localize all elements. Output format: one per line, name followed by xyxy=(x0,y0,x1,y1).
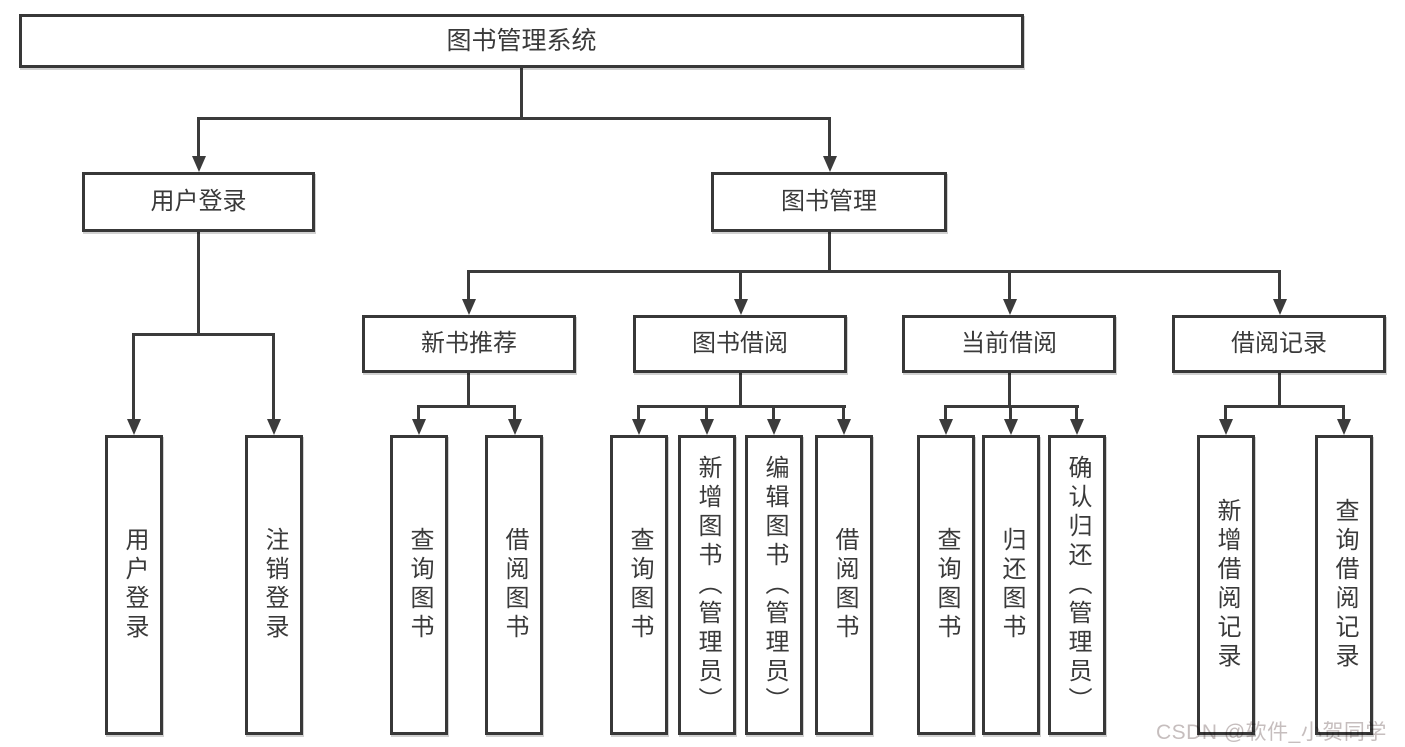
node-label: 归还图书 xyxy=(998,527,1025,643)
connector-line xyxy=(842,405,845,421)
leaf-query-books-borrow: 查询图书 xyxy=(610,435,668,735)
node-borrowing-records: 借阅记录 xyxy=(1172,315,1386,373)
leaf-user-login: 用户登录 xyxy=(105,435,163,735)
arrow-down-icon xyxy=(127,419,141,435)
arrow-down-icon xyxy=(267,419,281,435)
csdn-watermark: CSDN @软件_小贺同学 xyxy=(1156,721,1387,744)
connector-line xyxy=(197,117,200,158)
connector-line xyxy=(1224,405,1227,421)
arrow-down-icon xyxy=(1337,419,1351,435)
connector-line xyxy=(828,117,831,158)
connector-line xyxy=(1342,405,1345,421)
arrow-down-icon xyxy=(700,419,714,435)
node-label: 查询借阅记录 xyxy=(1331,498,1358,672)
node-label: 查询图书 xyxy=(406,527,433,643)
leaf-return-book: 归还图书 xyxy=(982,435,1040,735)
connector-line xyxy=(197,232,200,336)
node-label: 用户登录 xyxy=(150,188,247,215)
node-root-system: 图书管理系统 xyxy=(19,14,1024,68)
connector-line xyxy=(1278,373,1281,408)
arrow-down-icon xyxy=(823,156,837,172)
arrow-down-icon xyxy=(767,419,781,435)
connector-line xyxy=(1224,405,1345,408)
arrow-down-icon xyxy=(939,419,953,435)
arrow-down-icon xyxy=(412,419,426,435)
arrow-down-icon xyxy=(462,299,476,315)
node-label: 确认归还（管理员） xyxy=(1064,454,1091,716)
connector-line xyxy=(467,373,470,408)
node-label: 借阅图书 xyxy=(501,527,528,643)
leaf-confirm-return-admin: 确认归还（管理员） xyxy=(1048,435,1106,735)
connector-line xyxy=(1009,405,1012,421)
connector-line xyxy=(467,270,470,301)
node-label: 图书借阅 xyxy=(692,330,788,357)
leaf-borrow-books: 借阅图书 xyxy=(815,435,873,735)
node-user-login-branch: 用户登录 xyxy=(82,172,315,232)
node-new-book-recommend: 新书推荐 xyxy=(362,315,576,373)
arrow-down-icon xyxy=(1004,419,1018,435)
leaf-borrow-books-recommend: 借阅图书 xyxy=(485,435,543,735)
node-current-borrowing: 当前借阅 xyxy=(902,315,1116,373)
node-label: 新增借阅记录 xyxy=(1213,498,1240,672)
arrow-down-icon xyxy=(1003,299,1017,315)
leaf-query-books-current: 查询图书 xyxy=(917,435,975,735)
node-label: 图书管理系统 xyxy=(446,26,597,55)
arrow-down-icon xyxy=(1273,299,1287,315)
node-label: 借阅记录 xyxy=(1231,330,1327,357)
arrow-down-icon xyxy=(508,419,522,435)
connector-line xyxy=(132,333,275,336)
connector-line xyxy=(637,405,846,408)
node-book-management-branch: 图书管理 xyxy=(711,172,947,232)
connector-line xyxy=(272,333,275,421)
node-label: 新书推荐 xyxy=(421,330,517,357)
connector-line xyxy=(1008,270,1011,301)
connector-line xyxy=(417,405,516,408)
arrow-down-icon xyxy=(192,156,206,172)
connector-line xyxy=(513,405,516,421)
connector-line xyxy=(417,405,420,421)
connector-line xyxy=(467,270,1281,273)
connector-line xyxy=(828,232,831,273)
arrow-down-icon xyxy=(632,419,646,435)
leaf-add-borrow-record: 新增借阅记录 xyxy=(1197,435,1255,735)
connector-line xyxy=(1075,405,1078,421)
node-book-borrowing: 图书借阅 xyxy=(633,315,847,373)
connector-line xyxy=(1278,270,1281,301)
connector-line xyxy=(772,405,775,421)
node-label: 查询图书 xyxy=(626,527,653,643)
node-label: 查询图书 xyxy=(933,527,960,643)
leaf-edit-book-admin: 编辑图书（管理员） xyxy=(745,435,803,735)
node-label: 编辑图书（管理员） xyxy=(761,454,788,716)
node-label: 用户登录 xyxy=(121,527,148,643)
node-label: 图书管理 xyxy=(781,188,877,215)
connector-line xyxy=(520,68,523,118)
leaf-query-books-recommend: 查询图书 xyxy=(390,435,448,735)
leaf-add-book-admin: 新增图书（管理员） xyxy=(678,435,736,735)
node-label: 当前借阅 xyxy=(961,330,1057,357)
connector-line xyxy=(705,405,708,421)
node-label: 借阅图书 xyxy=(831,527,858,643)
node-label: 注销登录 xyxy=(261,527,288,643)
connector-line xyxy=(944,405,947,421)
arrow-down-icon xyxy=(1070,419,1084,435)
arrow-down-icon xyxy=(837,419,851,435)
node-label: 新增图书（管理员） xyxy=(694,454,721,716)
connector-line xyxy=(739,373,742,408)
connector-line xyxy=(637,405,640,421)
connector-line xyxy=(197,117,831,120)
leaf-logout: 注销登录 xyxy=(245,435,303,735)
connector-line xyxy=(132,333,135,421)
connector-line xyxy=(1008,373,1011,408)
arrow-down-icon xyxy=(1219,419,1233,435)
arrow-down-icon xyxy=(734,299,748,315)
connector-line xyxy=(739,270,742,301)
leaf-query-borrow-record: 查询借阅记录 xyxy=(1315,435,1373,735)
